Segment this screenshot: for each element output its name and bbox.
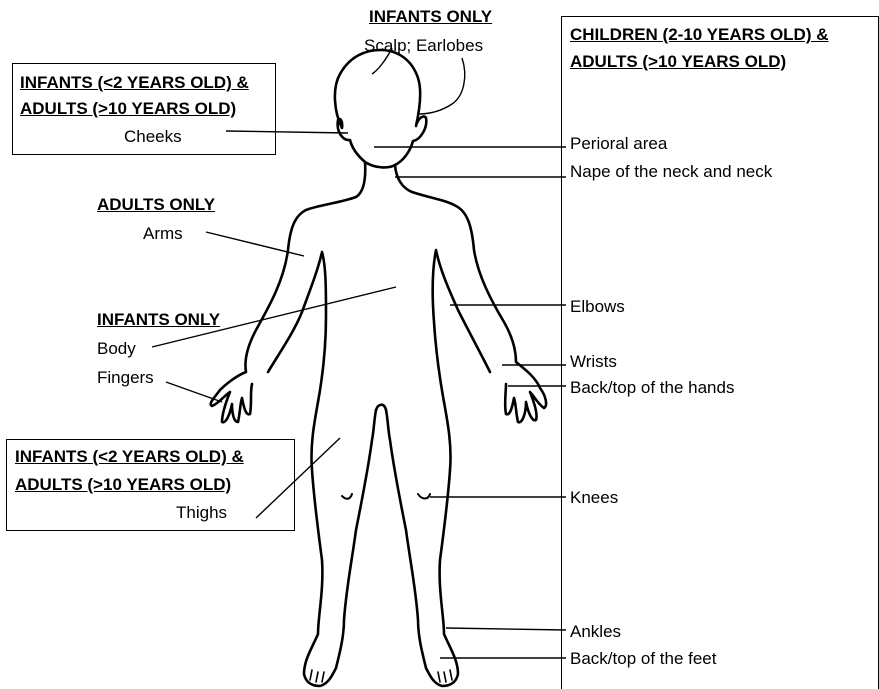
- arms-label: Arms: [143, 224, 183, 244]
- right-box-header-1: CHILDREN (2-10 YEARS OLD) &: [570, 25, 829, 45]
- body-label: Body: [97, 339, 136, 359]
- infants-only-left-header: INFANTS ONLY: [97, 310, 220, 330]
- fingers-label: Fingers: [97, 368, 154, 388]
- nape-neck-label: Nape of the neck and neck: [570, 162, 772, 182]
- scalp-earlobes-label: Scalp; Earlobes: [364, 36, 483, 56]
- wrists-label: Wrists: [570, 352, 617, 372]
- adults-only-header: ADULTS ONLY: [97, 195, 215, 215]
- lower-box-header-2: ADULTS (>10 YEARS OLD): [15, 475, 231, 495]
- ankles-label: Ankles: [570, 622, 621, 642]
- back-of-feet-label: Back/top of the feet: [570, 649, 716, 669]
- lower-box-header-1: INFANTS (<2 YEARS OLD) &: [15, 447, 244, 467]
- knees-label: Knees: [570, 488, 618, 508]
- thighs-label: Thighs: [176, 503, 227, 523]
- right-box-header-2: ADULTS (>10 YEARS OLD): [570, 52, 786, 72]
- upper-box-header-1: INFANTS (<2 YEARS OLD) &: [20, 73, 249, 93]
- top-header: INFANTS ONLY: [369, 7, 492, 27]
- back-of-hands-label: Back/top of the hands: [570, 378, 734, 398]
- elbows-label: Elbows: [570, 297, 625, 317]
- cheeks-label: Cheeks: [124, 127, 182, 147]
- perioral-area-label: Perioral area: [570, 134, 667, 154]
- upper-box-header-2: ADULTS (>10 YEARS OLD): [20, 99, 236, 119]
